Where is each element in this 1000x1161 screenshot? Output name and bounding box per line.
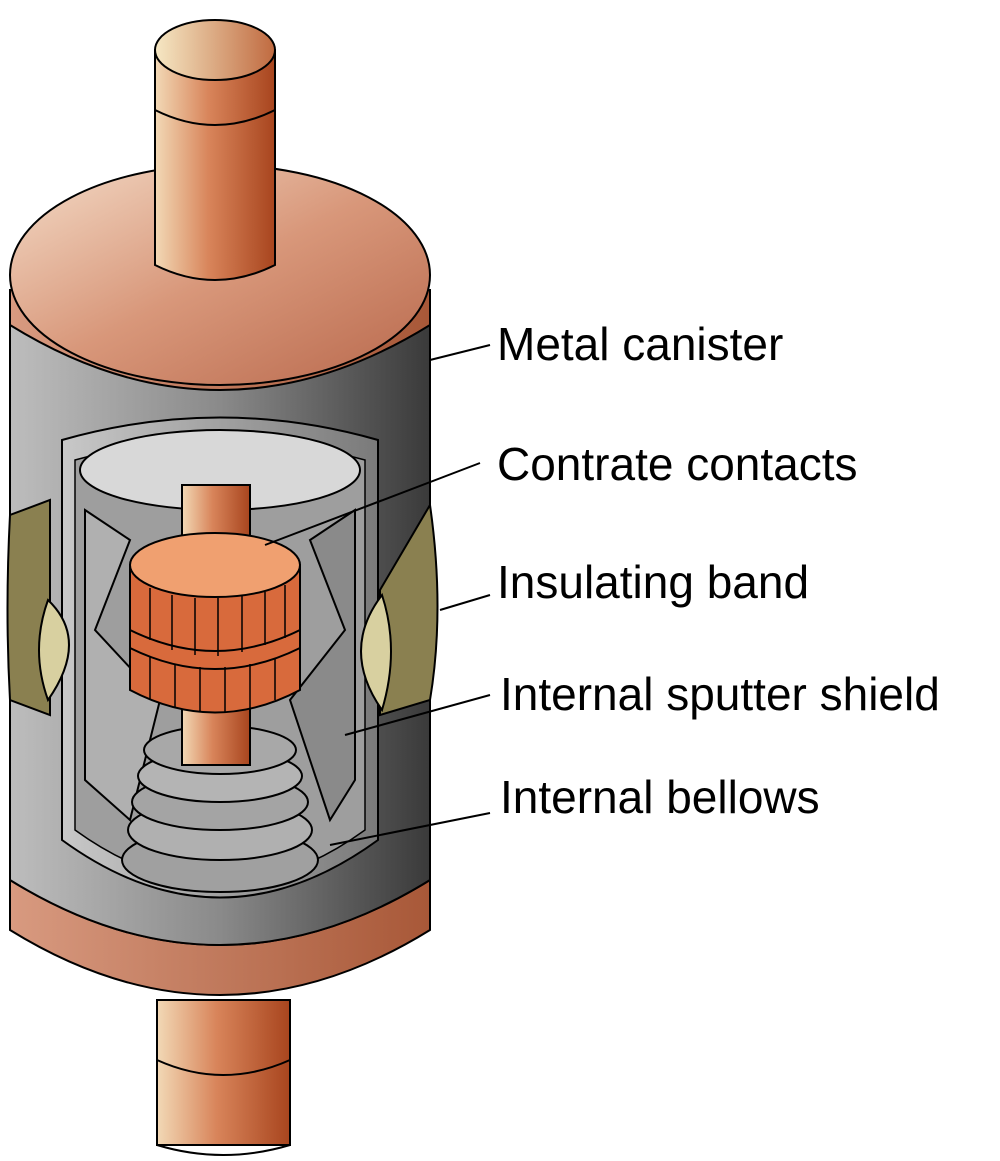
leader-lines [264, 344, 491, 846]
insulating-band [6, 498, 439, 717]
label-metal-canister: Metal canister [497, 318, 783, 370]
leader-insulating-band [439, 594, 491, 611]
leader-internal-bellows [329, 812, 491, 846]
top-terminal-rod [154, 19, 276, 281]
label-contrate-contacts: Contrate contacts [497, 438, 858, 490]
leader-metal-canister [429, 344, 491, 361]
label-insulating-band: Insulating band [497, 556, 809, 608]
leader-internal-sputter-shield [344, 694, 491, 736]
leader-contrate-contacts [264, 462, 481, 546]
contrate-contacts [129, 532, 301, 714]
label-internal-bellows: Internal bellows [500, 771, 820, 823]
label-internal-sputter-shield: Internal sputter shield [500, 668, 940, 720]
bottom-terminal-rod [156, 999, 291, 1156]
